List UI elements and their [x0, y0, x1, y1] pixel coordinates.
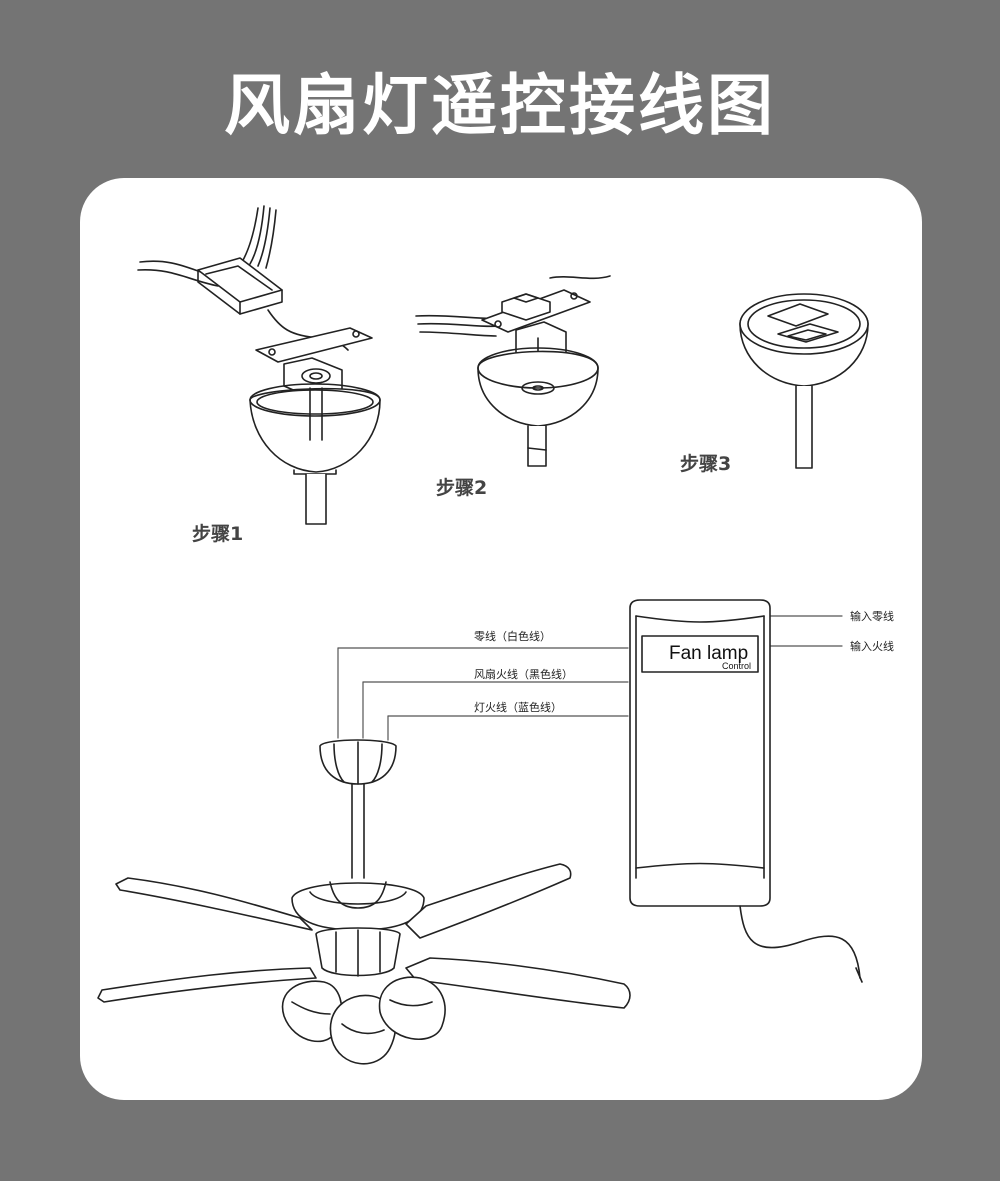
step3-label: 步骤3: [680, 453, 731, 475]
step1-illustration: [137, 205, 381, 525]
lamp-live-wire-label: 灯火线（蓝色线）: [474, 700, 562, 714]
device-label-line1: Fan lamp: [669, 643, 748, 664]
step3-illustration: [739, 293, 869, 469]
fan-live-wire-label: 风扇火线（黑色线）: [474, 667, 573, 681]
wire-lines: [337, 615, 843, 741]
input-live-label: 输入火线: [850, 639, 894, 653]
neutral-wire-label: 零线（白色线）: [474, 629, 551, 643]
wiring-diagram: 步骤1 步骤2 步骤3 零线（白色线） 风扇火线（黑色线） 灯火线（蓝色线） 输…: [97, 205, 894, 1065]
page-title: 风扇灯遥控接线图: [224, 67, 776, 144]
ceiling-fan: [97, 739, 631, 1065]
step2-label: 步骤2: [436, 477, 487, 499]
step1-label: 步骤1: [192, 523, 243, 545]
remote-control-unit: [629, 599, 863, 983]
step2-illustration: [415, 275, 611, 467]
device-label-line2: Control: [722, 661, 751, 671]
diagram-card: 步骤1 步骤2 步骤3 零线（白色线） 风扇火线（黑色线） 灯火线（蓝色线） 输…: [80, 178, 922, 1100]
input-neutral-label: 输入零线: [850, 609, 894, 623]
